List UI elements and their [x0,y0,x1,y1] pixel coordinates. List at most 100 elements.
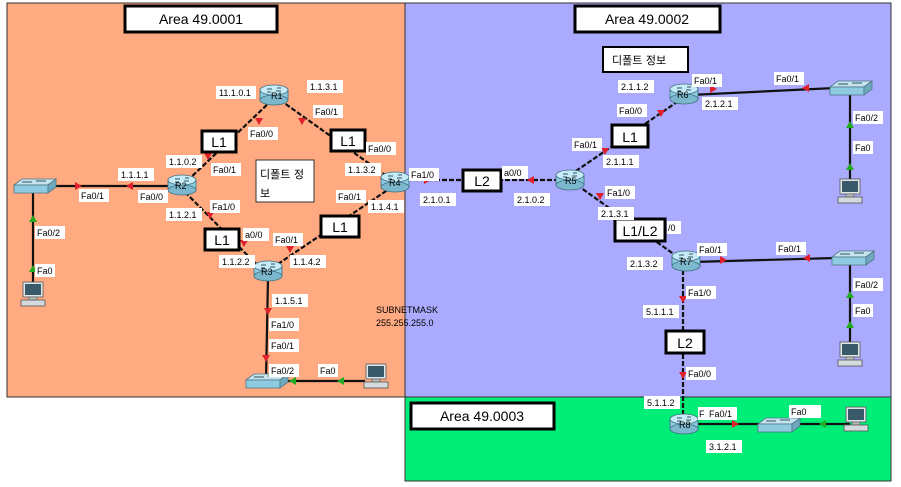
interface-label: 1.1.4.2 [290,255,326,268]
pc-4[interactable] [837,341,863,367]
interface-label: 2.1.0.2 [514,193,550,206]
svg-text:Fa0/0: Fa0/0 [688,369,711,379]
port-marker [679,296,687,303]
interface-label: Fa0/1 [776,242,806,255]
interface-label: 1.1.1.1 [118,168,154,181]
svg-text:2.1.1.2: 2.1.1.2 [621,82,649,92]
port-marker [29,215,37,222]
svg-text:/0: /0 [668,223,676,233]
port-marker [679,372,687,379]
svg-text:2.1.0.2: 2.1.0.2 [517,195,545,205]
interface-label: 1.1.3.2 [345,163,381,176]
svg-text:Fa0: Fa0 [855,306,871,316]
level-label-box: L1 [329,128,367,153]
svg-text:디폴트 정: 디폴트 정 [260,168,304,181]
interface-label: Fa0 [789,405,821,418]
svg-text:2.1.3.1: 2.1.3.1 [601,209,629,219]
svg-text:Area 49.0003: Area 49.0003 [440,408,524,424]
svg-text:5.1.1.2: 5.1.1.2 [647,398,675,408]
interface-label: a0/0 [243,228,269,241]
svg-text:Fa0/0: Fa0/0 [250,129,273,139]
svg-text:2.1.2.1: 2.1.2.1 [705,99,733,109]
interface-label: 1.1.4.1 [368,200,404,213]
interface-label: Fa0 [853,141,873,154]
svg-text:Fa1/0: Fa1/0 [688,288,711,298]
port-marker [846,121,854,128]
svg-text:Fa0/1: Fa0/1 [81,191,104,201]
interface-label: Fa0/1 [273,233,303,246]
switch-sw1[interactable] [13,178,57,194]
interface-label: Fa0/1 [692,74,722,87]
level-label-box: L2 [461,168,503,193]
svg-text:Fa0/1: Fa0/1 [778,244,801,254]
svg-text:Fa0/0: Fa0/0 [368,144,391,154]
interface-label: 5.1.1.1 [643,305,679,318]
switch-sw4[interactable] [831,250,875,266]
interface-label: 5.1.1.2 [644,396,680,409]
port-marker [802,84,809,92]
level-label-box: L1 [319,214,361,239]
level-label-box: L1 [203,227,241,252]
interface-label: 1.1.5.1 [272,294,308,307]
subnet-mask-note: SUBNETMASK 255.255.255.0 [376,305,438,328]
router-label-r5: R5 [565,176,577,186]
port-marker [262,355,270,362]
interface-labels: 11.1.0.1 1.1.3.1 Fa0/1 Fa0/0 Fa0/0 1.1.3… [35,72,883,453]
interface-label: Fa0/1 [79,189,109,202]
svg-text:L2: L2 [474,173,490,189]
svg-text:Area 49.0002: Area 49.0002 [605,11,689,27]
svg-text:Fa0/0: Fa0/0 [140,192,163,202]
port-marker [527,176,534,184]
level-label-box: L1 [200,129,238,154]
port-marker [204,153,212,160]
interface-label: Fa0/1 [211,163,241,176]
link-r3-sw2 [264,277,270,381]
interface-label: F [698,407,708,420]
interface-label: 2.1.0.1 [420,193,456,206]
port-marker [255,118,263,125]
svg-text:Fa0/1: Fa0/1 [338,192,361,202]
svg-text:Fa0: Fa0 [791,407,807,417]
svg-text:a0/0: a0/0 [245,230,263,240]
pc-1[interactable] [20,281,46,307]
interface-label: 1.1.2.2 [219,255,255,268]
switch-sw3[interactable] [829,80,873,96]
port-marker [803,254,810,262]
svg-text:Fa0/2: Fa0/2 [37,228,60,238]
interface-label: Fa1/0 [686,286,716,299]
svg-text:디폴트 정보: 디폴트 정보 [612,54,666,67]
svg-text:보: 보 [260,187,270,200]
interface-label: 2.1.1.2 [618,80,654,93]
interface-label: 2.1.3.2 [627,257,663,270]
port-marker [337,377,344,385]
svg-text:Fa0/0: Fa0/0 [619,106,642,116]
svg-text:1.1.4.2: 1.1.4.2 [293,257,321,267]
interface-label: Fa0/1 [697,243,727,256]
svg-text:a0/0: a0/0 [504,168,522,178]
svg-text:2.1.3.2: 2.1.3.2 [630,259,658,269]
port-marker [240,240,248,247]
switch-sw5[interactable] [757,417,801,433]
default-info-note: 디폴트 정 보 [255,159,315,203]
svg-text:3.1.2.1: 3.1.2.1 [709,442,737,452]
interface-label: Fa1/0 [605,186,635,199]
interface-label: Fa1/0 [210,200,240,213]
router-label-r8: R8 [679,420,691,430]
interface-label: a0/0 [502,166,528,179]
svg-text:Fa0/1: Fa0/1 [776,74,799,84]
pc-3[interactable] [837,178,863,204]
svg-text:Fa0/2: Fa0/2 [855,280,878,290]
svg-text:Fa0/2: Fa0/2 [271,366,294,376]
svg-text:Fa0: Fa0 [855,143,871,153]
svg-text:1.1.4.1: 1.1.4.1 [371,202,399,212]
interface-label: 11.1.0.1 [216,86,256,99]
port-marker [289,377,296,385]
svg-text:SUBNETMASK: SUBNETMASK [376,305,438,315]
svg-text:Fa0/1: Fa0/1 [275,235,298,245]
interface-label: Fa0/0 [138,190,168,203]
link-r7-sw4 [691,256,836,264]
svg-text:Fa1/0: Fa1/0 [607,188,630,198]
port-marker [846,321,854,328]
pc-5[interactable] [843,406,869,432]
pc-2[interactable] [363,363,389,389]
